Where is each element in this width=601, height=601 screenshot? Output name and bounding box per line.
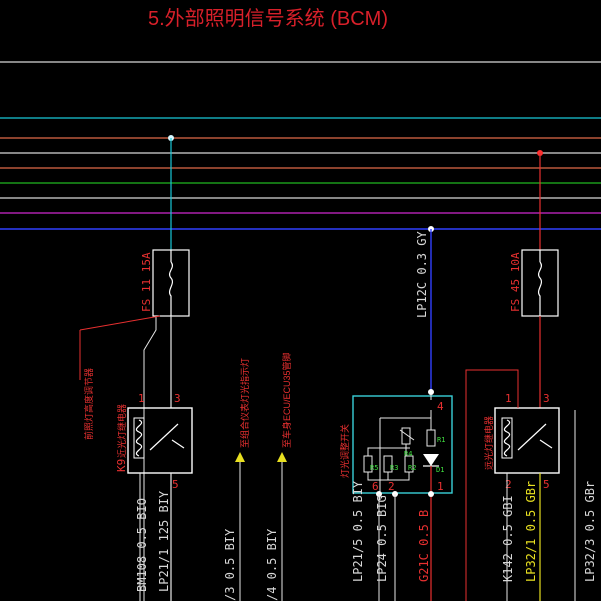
relay-pin: 3 — [543, 392, 550, 405]
signal-arrows: 至组合仪表灯光指示灯 至车身ECU/ECU35管脚 — [235, 352, 292, 601]
power-buses — [0, 61, 601, 230]
relay-k9: 1 3 5 K9 近光灯继电器 — [115, 392, 193, 491]
switch-part: R3 — [390, 464, 398, 472]
wire-label: BM108 0.5 BIO — [135, 498, 149, 592]
wire-label: /3 0.5 BIY — [223, 528, 237, 601]
left-note: 前照灯高度调节器 — [83, 368, 94, 440]
wire-label: G21C 0.5 B — [417, 510, 431, 582]
wire-label: LP32/3 0.5 GBr — [583, 481, 597, 582]
wire-label: LP32/1 0.5 GBr — [524, 481, 538, 582]
wire-label: /4 0.5 BIY — [265, 528, 279, 601]
switch-part: R2 — [408, 464, 416, 472]
wire-label: LP12C 0.3 GY — [415, 231, 429, 318]
wire-label: LP21/5 0.5 BIY — [351, 480, 365, 582]
wire — [465, 369, 519, 601]
fuse-fs45: FS 45 10A — [509, 249, 559, 317]
relay-pin: 5 — [172, 478, 179, 491]
relay-pin: 5 — [543, 478, 550, 491]
relay-note: 近光灯继电器 — [116, 404, 127, 458]
page-title: 5.外部照明信号系统 (BCM) — [148, 7, 388, 30]
relay-pin: 3 — [174, 392, 181, 405]
wire-label: LP24 0.5 BIG — [375, 495, 389, 582]
switch-pin: 1 — [437, 480, 444, 493]
switch-note: 灯光调整开关 — [339, 424, 350, 478]
switch-pin: 6 — [372, 480, 379, 493]
relay-id: K9 — [115, 459, 128, 472]
fuse-label: FS 45 10A — [509, 252, 522, 312]
switch-pin: 2 — [388, 480, 395, 493]
pointer-line — [79, 315, 161, 380]
relay-k14: 1 2 3 5 远光灯继电器 — [483, 392, 560, 491]
relay-note: 远光灯继电器 — [483, 416, 494, 470]
fuse-fs11: FS 11 15A — [140, 249, 190, 317]
switch-pin: 4 — [437, 400, 444, 413]
switch-part: R5 — [370, 464, 378, 472]
wire-label: K142 0.5 GBI — [501, 495, 515, 582]
wire-label: LP21/1 125 BIY — [157, 490, 171, 592]
signal-note: 至组合仪表灯光指示灯 — [239, 358, 250, 448]
relay-pin: 1 — [138, 392, 145, 405]
switch-part: D1 — [436, 466, 444, 474]
wire-labels: LP12C 0.3 GY BM108 0.5 BIO LP21/1 125 BI… — [135, 231, 597, 601]
switch-part: R4 — [404, 450, 412, 458]
signal-note: 至车身ECU/ECU35管脚 — [281, 352, 292, 448]
relay-pin: 1 — [505, 392, 512, 405]
fuse-label: FS 11 15A — [140, 252, 153, 312]
switch-part: R1 — [437, 436, 445, 444]
light-adjust-switch: 4 6 2 1 R4 R1 R5 R3 R2 D1 灯光调整开关 — [339, 389, 453, 601]
relay-pin: 2 — [505, 478, 512, 491]
wire — [143, 316, 157, 601]
